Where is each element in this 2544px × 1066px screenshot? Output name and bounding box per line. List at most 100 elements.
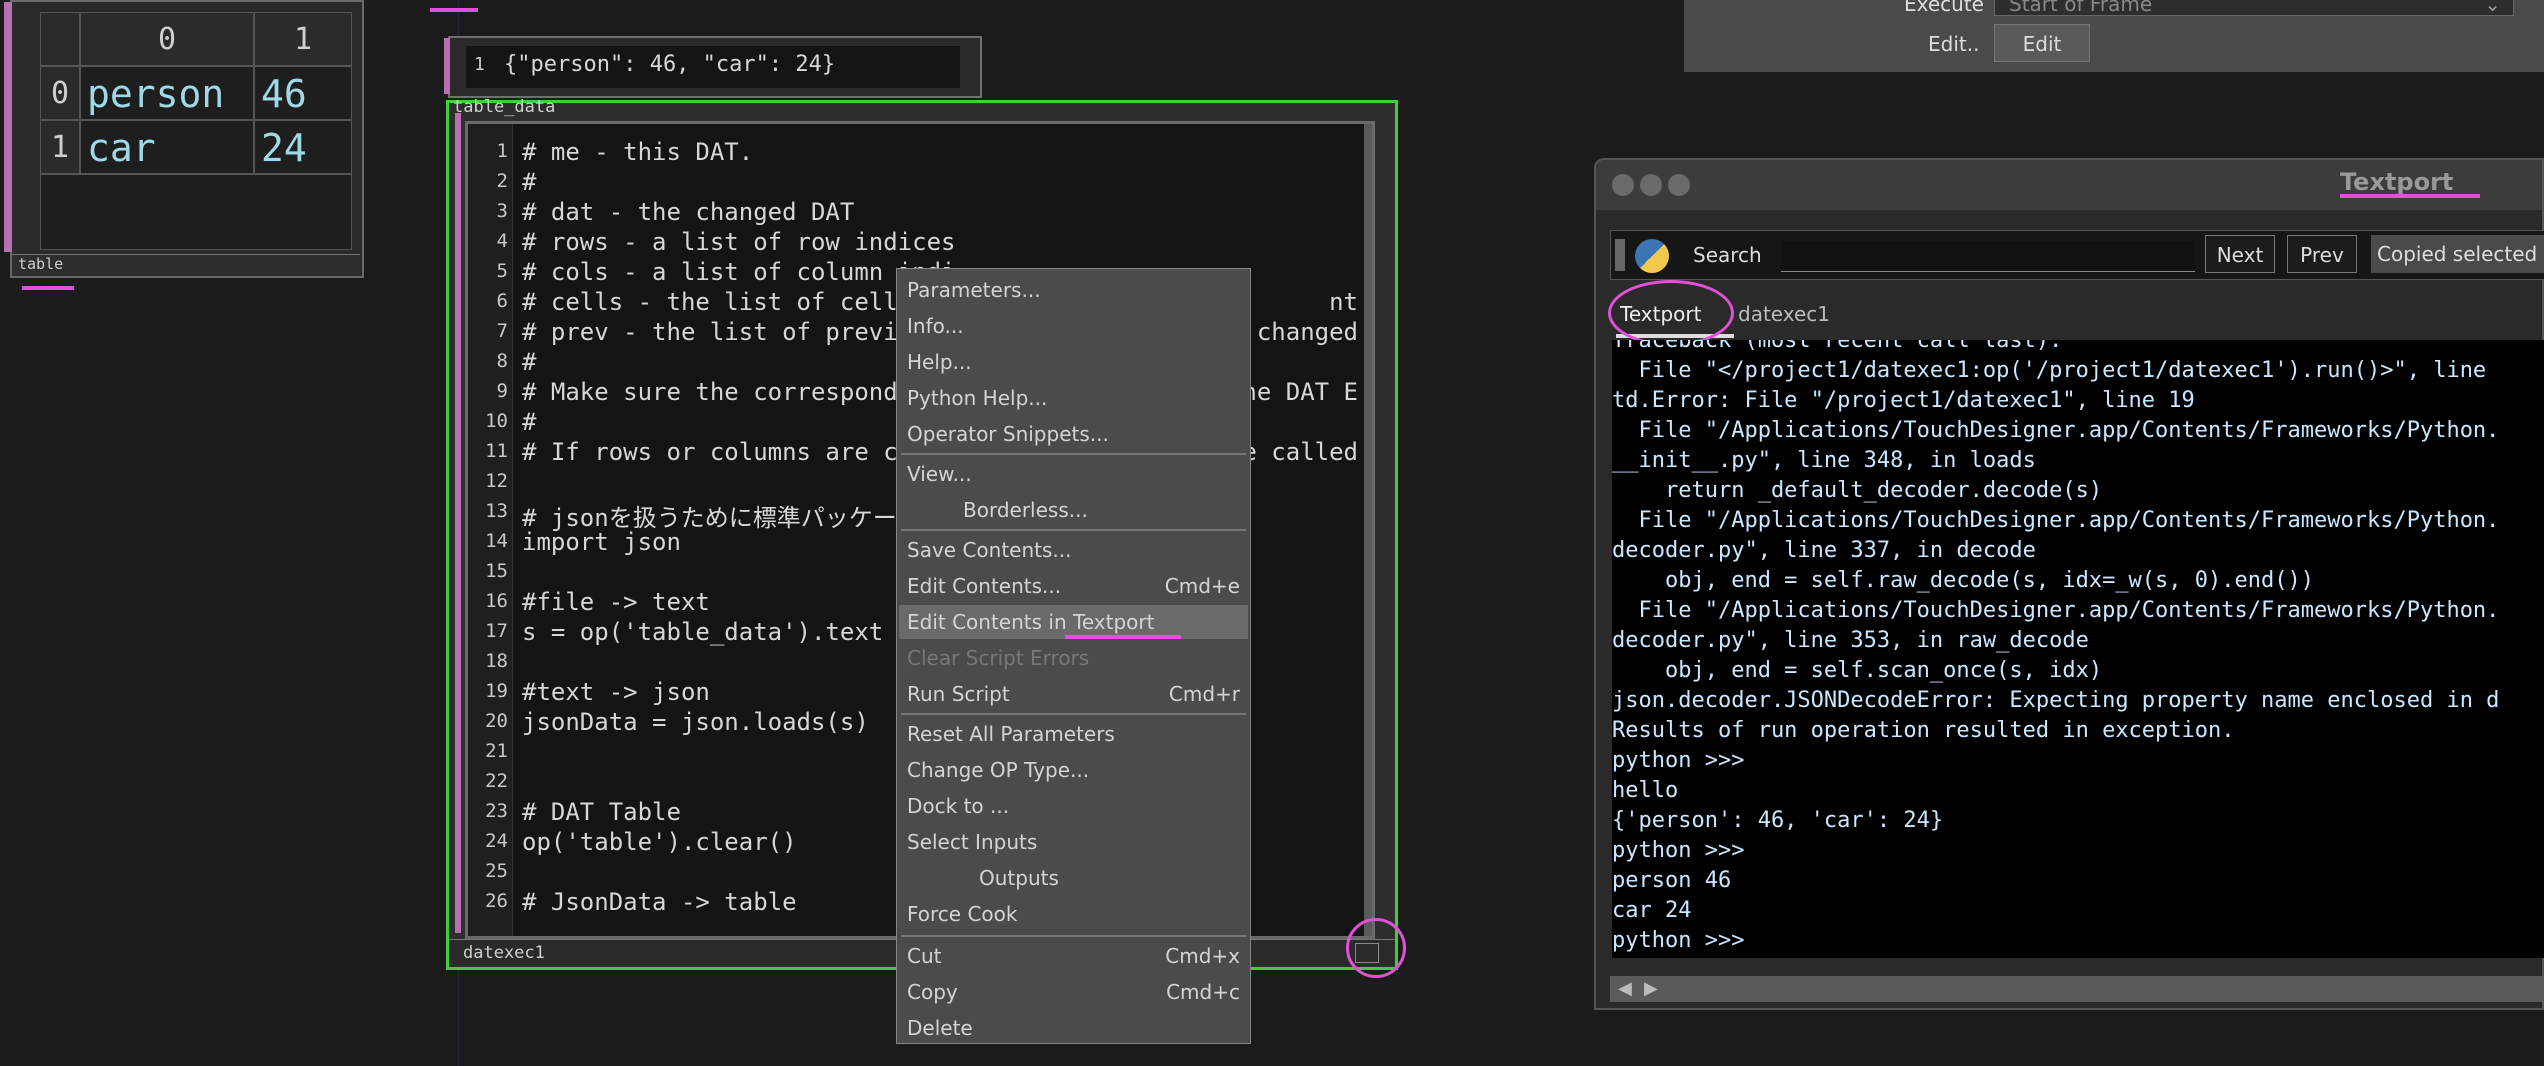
code-line: # <box>522 168 537 196</box>
code-line: # dat - the changed DAT <box>522 198 855 226</box>
tab-label: datexec1 <box>1738 302 1830 326</box>
menu-item-force-cook[interactable]: Force Cook <box>907 902 1018 926</box>
search-bar: Search Next Prev Copied selected te <box>1610 230 2544 280</box>
execute-label: Execute <box>1904 0 1984 16</box>
code-line: # cols - a list of column indi <box>522 258 956 286</box>
menu-item-copy[interactable]: Copy <box>907 980 958 1004</box>
table-cell[interactable]: car <box>80 120 254 174</box>
menu-item-python-help[interactable]: Python Help... <box>907 386 1048 410</box>
menu-item-info[interactable]: Info... <box>907 314 964 338</box>
table-cell[interactable]: 46 <box>254 66 352 120</box>
line-number: 15 <box>485 560 508 582</box>
table-dat-viewer[interactable]: 0 1 0 person 46 1 car 24 table <box>4 0 364 278</box>
line-number: 20 <box>485 710 508 732</box>
table-cell[interactable]: 24 <box>254 120 352 174</box>
menu-separator <box>901 529 1246 531</box>
zoom-window-button[interactable] <box>1668 174 1690 196</box>
menu-item-edit-contents[interactable]: Edit Contents... <box>907 574 1062 598</box>
menu-item-run-script[interactable]: Run Script <box>907 682 1010 706</box>
output-line: python >>> <box>1612 928 1745 953</box>
scrollbar[interactable] <box>1364 124 1372 936</box>
code-line-fragment: e called <box>1242 438 1358 466</box>
operator-flag-bar <box>444 38 450 94</box>
next-button[interactable]: Next <box>2205 235 2275 273</box>
menu-item-edit-in-textport[interactable]: Edit Contents in Textport <box>899 605 1248 639</box>
line-number: 14 <box>485 530 508 552</box>
menu-item-view[interactable]: View... <box>907 462 972 486</box>
annotation-circle <box>1608 280 1734 346</box>
scroll-right-icon[interactable]: ▶ <box>1644 978 1658 999</box>
scroll-left-icon[interactable]: ◀ <box>1618 978 1632 999</box>
code-line: # Make sure the correspond <box>522 378 898 406</box>
table-col-header: 0 <box>80 12 254 66</box>
window-titlebar[interactable]: Textport <box>1596 160 2542 210</box>
execute-dropdown[interactable]: Start of Frame ⌄ <box>1994 0 2514 16</box>
menu-item-clear-script-errors: Clear Script Errors <box>907 646 1090 670</box>
menu-item-reset-all-parameters[interactable]: Reset All Parameters <box>907 722 1115 746</box>
output-line: File "/Applications/TouchDesigner.app/Co… <box>1612 598 2500 623</box>
output-line: obj, end = self.scan_once(s, idx) <box>1612 658 2103 683</box>
line-number: 6 <box>496 290 508 312</box>
output-line: File "/Applications/TouchDesigner.app/Co… <box>1612 418 2500 443</box>
line-number: 11 <box>485 440 508 462</box>
output-line: decoder.py", line 337, in decode <box>1612 538 2036 563</box>
output-line: json.decoder.JSONDecodeError: Expecting … <box>1612 688 2500 713</box>
minimize-window-button[interactable] <box>1640 174 1662 196</box>
annotation-underline <box>2340 194 2480 198</box>
line-number: 18 <box>485 650 508 672</box>
table-row-index: 0 <box>40 66 80 120</box>
table-cell[interactable]: person <box>80 66 254 120</box>
text-dat-viewer[interactable]: 1 {"person": 46, "car": 24} <box>444 36 982 98</box>
output-line: decoder.py", line 353, in raw_decode <box>1612 628 2089 653</box>
line-number: 21 <box>485 740 508 762</box>
edit-button[interactable]: Edit <box>1994 24 2090 62</box>
toolbar-handle[interactable] <box>1615 239 1625 271</box>
op-name-label: datexec1 <box>463 943 545 963</box>
menu-item-help[interactable]: Help... <box>907 350 972 374</box>
output-line: python >>> <box>1612 838 1745 863</box>
table-row-index: 1 <box>40 120 80 174</box>
menu-item-parameters[interactable]: Parameters... <box>907 278 1041 302</box>
code-line: # rows - a list of row indices <box>522 228 956 256</box>
annotation-underline <box>22 286 74 290</box>
line-number: 8 <box>496 350 508 372</box>
python-icon <box>1635 239 1669 273</box>
table-corner-cell <box>40 12 80 66</box>
menu-item-save-contents[interactable]: Save Contents... <box>907 538 1072 562</box>
textport-window: Textport Search Next Prev Copied selecte… <box>1594 158 2544 1010</box>
parameter-panel: Execute Start of Frame ⌄ Edit.. Edit <box>1684 0 2544 72</box>
output-line: person 46 <box>1612 868 1732 893</box>
menu-item-delete[interactable]: Delete <box>907 1016 973 1040</box>
code-line-fragment: nt <box>1329 288 1358 316</box>
menu-item-borderless[interactable]: Borderless... <box>963 498 1088 522</box>
menu-item-operator-snippets[interactable]: Operator Snippets... <box>907 422 1109 446</box>
code-line: # prev - the list of previ <box>522 318 898 346</box>
menu-item-cut[interactable]: Cut <box>907 944 942 968</box>
line-number: 4 <box>496 230 508 252</box>
textport-output[interactable]: Traceback (most recent call last): File … <box>1612 340 2544 958</box>
menu-item-dock-to[interactable]: Dock to ... <box>907 794 1010 818</box>
line-number: 26 <box>485 890 508 912</box>
line-number: 12 <box>485 470 508 492</box>
annotation-underline <box>1065 635 1181 639</box>
menu-item-select-inputs[interactable]: Select Inputs <box>907 830 1038 854</box>
shortcut-run-script: Cmd+r <box>1168 682 1240 706</box>
code-line: # cells - the list of cell <box>522 288 898 316</box>
window-title: Textport <box>2340 168 2454 196</box>
code-line: jsonData = json.loads(s) <box>522 708 869 736</box>
menu-item-change-op-type[interactable]: Change OP Type... <box>907 758 1090 782</box>
output-line: File "</project1/datexec1:op('/project1/… <box>1612 358 2487 383</box>
code-line: s = op('table_data').text <box>522 618 884 646</box>
table-empty-area <box>40 174 352 250</box>
output-line: __init__.py", line 348, in loads <box>1612 448 2036 473</box>
line-gutter <box>468 124 513 936</box>
close-window-button[interactable] <box>1612 174 1634 196</box>
prev-button[interactable]: Prev <box>2287 235 2357 273</box>
search-input[interactable] <box>1781 241 2195 272</box>
tab-datexec1[interactable]: datexec1 <box>1734 294 1844 334</box>
horizontal-scrollbar[interactable]: ◀ ▶ <box>1610 976 2544 1002</box>
line-number: 10 <box>485 410 508 432</box>
context-menu: Parameters... Info... Help... Python Hel… <box>896 268 1251 1044</box>
menu-item-select-outputs[interactable]: Outputs <box>979 866 1059 890</box>
line-number: 16 <box>485 590 508 612</box>
